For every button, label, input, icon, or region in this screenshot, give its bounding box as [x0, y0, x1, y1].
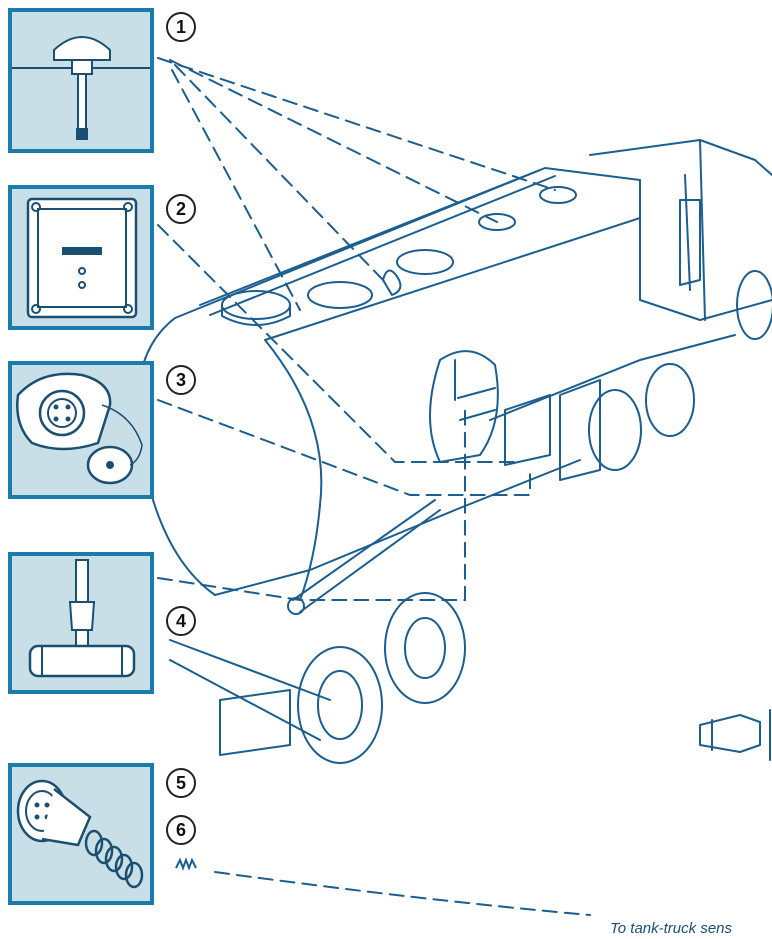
control-unit-box-icon — [12, 189, 150, 326]
panel-control-unit — [8, 185, 154, 330]
panel-connector-socket — [8, 361, 154, 499]
caption-text: To tank-truck sens — [610, 920, 732, 937]
cable-end-squiggle — [176, 860, 196, 868]
panel-probe-sensor — [8, 552, 154, 694]
coiled-cable-icon — [86, 831, 142, 887]
callout-number-2: 2 — [166, 194, 196, 224]
leader-line-1d — [172, 70, 300, 310]
overfill-probe-sensor-icon — [12, 556, 150, 690]
panel-plug-cable — [8, 763, 154, 905]
leader-line-1c — [175, 65, 385, 282]
hatch-lid-5 — [540, 187, 576, 203]
plug-cable-icon — [12, 767, 150, 901]
leader-line-1a — [158, 58, 555, 190]
walkway-rail — [200, 170, 555, 315]
tank-lower-edge — [265, 218, 640, 340]
callout-number-1: 1 — [166, 12, 196, 42]
panel-antenna-sensor — [8, 8, 154, 153]
callout-number-3: 3 — [166, 365, 196, 395]
leader-line-4 — [158, 410, 465, 600]
leader-line-1b — [170, 60, 497, 222]
wheel-mid-1 — [589, 390, 641, 470]
hatch-lid-2 — [308, 282, 372, 308]
leader-line-6 — [215, 872, 590, 915]
hose-tube — [293, 500, 440, 612]
tank-side-curve — [265, 340, 321, 600]
coupling-nozzle — [700, 710, 770, 760]
antenna-dome-sensor-icon — [12, 12, 150, 149]
wheel-mid-2 — [646, 364, 694, 436]
leader-line-2 — [158, 225, 520, 462]
tank-top-edge — [175, 168, 640, 318]
side-panel-cutout — [430, 351, 498, 462]
callout-number-6: 6 — [166, 815, 196, 845]
connector-socket-with-cap-icon — [12, 365, 150, 495]
chassis-frame — [170, 335, 735, 740]
callout-number-4: 4 — [166, 606, 196, 636]
callout-number-5: 5 — [166, 768, 196, 798]
wheel-rear-1 — [298, 647, 382, 763]
wheel-rear-2 — [385, 593, 465, 703]
leader-line-3 — [158, 400, 530, 495]
hatch-lid-3 — [397, 250, 453, 274]
